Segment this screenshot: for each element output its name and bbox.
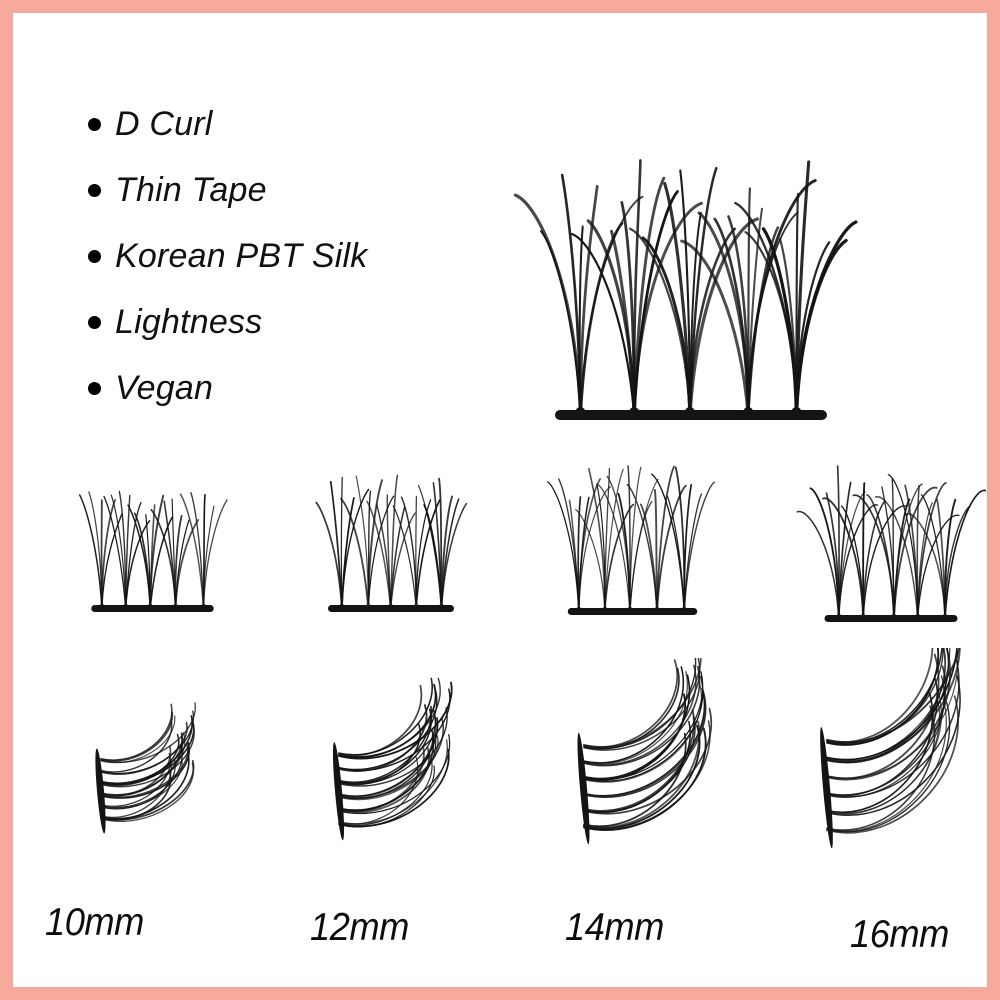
size-label-12mm: 12mm [310,906,409,949]
bullet-icon [88,315,101,329]
bullet-icon [88,381,101,395]
feature-label: D Curl [115,105,213,143]
lash-profile-view-12mm [313,673,528,868]
feature-list: D Curl Thin Tape Korean PBT Silk Lightne… [88,91,488,421]
lash-front-view-16mm [796,438,986,633]
feature-label: Thin Tape [115,171,267,209]
size-label-16mm: 16mm [850,913,949,956]
lash-front-view-14mm [540,441,725,626]
feature-item: D Curl [88,91,488,157]
feature-item: Vegan [88,355,488,421]
card-inner-panel: D Curl Thin Tape Korean PBT Silk Lightne… [13,13,987,987]
feature-label: Korean PBT Silk [115,237,368,275]
bullet-icon [88,183,101,197]
size-label-14mm: 14mm [565,906,664,949]
lash-profile-view-10mm [75,685,275,860]
bullet-icon [88,249,101,263]
lash-front-view-10mm [65,468,240,623]
feature-item: Thin Tape [88,157,488,223]
feature-label: Lightness [115,303,263,341]
lash-front-view-12mm [301,453,481,623]
feature-item: Lightness [88,289,488,355]
bullet-icon [88,117,101,131]
hero-lash-image [483,68,903,428]
size-label-10mm: 10mm [45,901,144,944]
feature-item: Korean PBT Silk [88,223,488,289]
lash-profile-view-16mm [801,648,987,878]
lash-profile-view-14mm [558,658,788,873]
feature-label: Vegan [115,369,214,407]
